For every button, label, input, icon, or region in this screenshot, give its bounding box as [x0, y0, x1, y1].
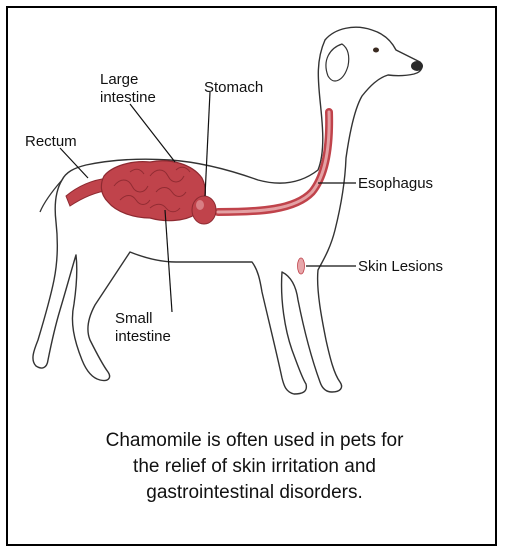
- eye-icon: [373, 48, 379, 53]
- caption-line-2: the relief of skin irritation and: [50, 454, 459, 480]
- label-small-intestine-1: Small: [115, 310, 153, 327]
- label-rectum: Rectum: [25, 133, 77, 150]
- label-large-intestine-1: Large: [100, 71, 138, 88]
- label-stomach: Stomach: [204, 79, 263, 96]
- skin-lesion-mark: [298, 258, 305, 274]
- caption-line-1: Chamomile is often used in pets for: [50, 428, 459, 454]
- stomach-organ: [192, 196, 216, 224]
- caption: Chamomile is often used in pets for the …: [50, 428, 459, 506]
- large-intestine-leader: [130, 104, 175, 162]
- label-esophagus: Esophagus: [358, 175, 433, 192]
- label-large-intestine-2: intestine: [100, 89, 156, 106]
- caption-line-3: gastrointestinal disorders.: [50, 480, 459, 506]
- nose-icon: [411, 61, 423, 71]
- label-skin-lesions: Skin Lesions: [358, 258, 443, 275]
- label-small-intestine-2: intestine: [115, 328, 171, 345]
